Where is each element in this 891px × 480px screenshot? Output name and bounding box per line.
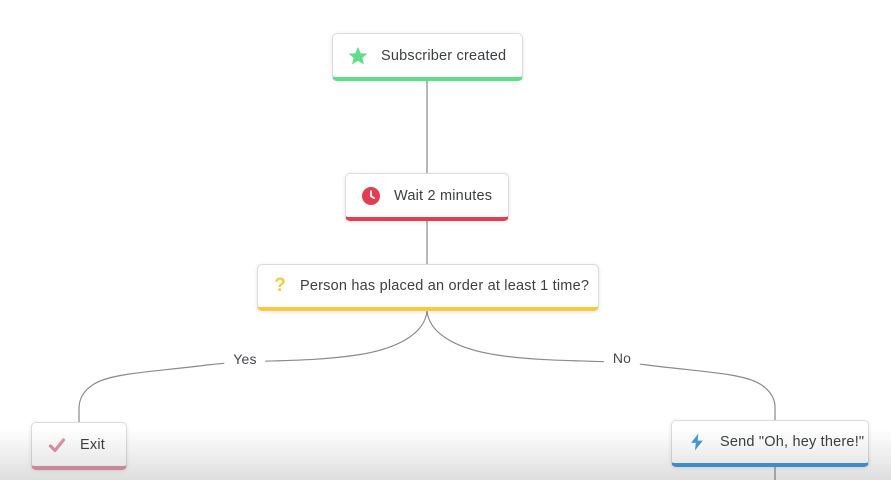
node-send-email[interactable]: Send "Oh, hey there!" (671, 420, 869, 467)
node-subscriber-created[interactable]: Subscriber created (332, 33, 523, 81)
branch-label-no: No (603, 349, 641, 367)
bolt-icon (687, 432, 707, 452)
node-exit[interactable]: Exit (31, 422, 127, 470)
node-label: Wait 2 minutes (394, 187, 493, 204)
node-wait[interactable]: Wait 2 minutes (345, 173, 509, 221)
node-label: Person has placed an order at least 1 ti… (300, 278, 590, 294)
node-label: Exit (80, 436, 105, 453)
node-label: Subscriber created (381, 47, 507, 64)
clock-icon (361, 186, 381, 206)
branch-label-yes: Yes (224, 350, 266, 368)
question-icon: ? (274, 275, 286, 296)
check-icon (47, 435, 67, 455)
node-decision[interactable]: ? Person has placed an order at least 1 … (257, 264, 599, 311)
connector-decision-yes (78, 310, 428, 422)
star-icon (348, 46, 368, 66)
connector-decision-no (426, 310, 776, 420)
node-label: Send "Oh, hey there!" (720, 434, 865, 450)
